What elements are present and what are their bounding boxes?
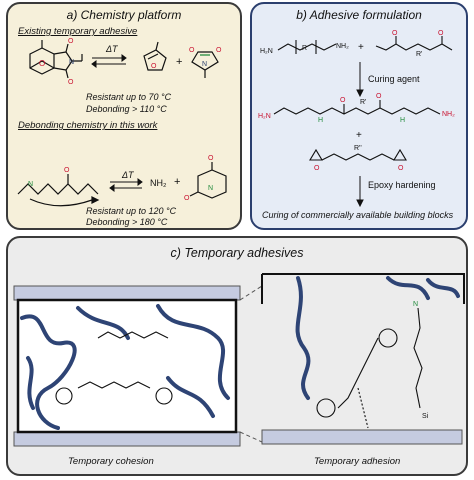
reagent-plus: + (358, 42, 364, 53)
diamine-nh2-left: H₂N (260, 48, 273, 55)
diester-r: R' (416, 51, 422, 58)
zoom-lines (239, 285, 263, 443)
arrow-1-label: ΔT (106, 44, 118, 54)
panel-a-title: a) Chemistry platform (66, 8, 182, 22)
panel-adhesive-formulation: b) Adhesive formulation H₂N NH₂ R + O O … (250, 2, 468, 230)
panel-b-structures: H₂N NH₂ R + O O R' H₂N NH₂ H H O O R' + (258, 30, 455, 208)
panel-temporary-adhesives: c) Temporary adhesives (6, 236, 468, 476)
panel-a-structures: O O O N O O O N O (17, 38, 227, 207)
panel-c-illustration: N Si (13, 273, 465, 447)
panel-b-title: b) Adhesive formulation (296, 8, 422, 22)
hardening-arrow (356, 176, 364, 208)
diamine-nh2-right: NH₂ (336, 43, 349, 50)
adhesion-molecules (316, 307, 423, 429)
amidoamine-nh2-left: H₂N (258, 113, 271, 120)
equilibrium-arrow-2 (109, 178, 143, 192)
cohesion-crosslinker (55, 331, 173, 405)
temporary-adhesion-caption: Temporary adhesion (314, 456, 401, 467)
amidoamine-nh-right: H (400, 117, 405, 124)
amidoamine-o1: O (340, 97, 346, 104)
adduct-carbonyl-o1: O (68, 38, 74, 45)
amide-chain (17, 174, 100, 207)
resistance-new: Resistant up to 120 °C (86, 206, 177, 216)
panel-chemistry-platform: a) Chemistry platform Existing temporary… (6, 2, 242, 230)
diester-o1: O (392, 30, 398, 37)
furan-o-label: O (151, 63, 157, 70)
amidoamine-structure (273, 100, 441, 115)
section-existing-adhesive-title: Existing temporary adhesive (18, 26, 138, 37)
maleimide-n: N (202, 61, 207, 68)
plus-sign-1: + (176, 56, 183, 68)
debonding-new: Debonding > 180 °C (86, 217, 168, 227)
epoxy-hardening-label: Epoxy hardening (368, 180, 436, 190)
amide-o-label: O (64, 167, 70, 174)
adduct-carbonyl-o2: O (68, 79, 74, 86)
plus-sign-2: + (174, 176, 181, 188)
amidoamine-nh2-right: NH₂ (442, 111, 455, 118)
furan-ring (143, 41, 167, 71)
panel-c-title: c) Temporary adhesives (170, 246, 304, 260)
amine-label: NH₂ (150, 178, 167, 188)
resistance-existing: Resistant up to 70 °C (86, 92, 172, 102)
adhesion-polymer-chains (295, 276, 460, 400)
epoxide-o1: O (314, 165, 320, 172)
amide-n-label: N (28, 181, 33, 188)
epoxide-o2: O (398, 165, 404, 172)
diepoxide-structure (309, 148, 407, 161)
maleimide-o2: O (216, 47, 222, 54)
diester-o2: O (438, 30, 444, 37)
glutarimide-ring (189, 162, 227, 199)
arrow-2-label: ΔT (122, 170, 134, 180)
curing-arrow (356, 62, 364, 98)
equilibrium-arrow-1 (91, 54, 127, 68)
glutarimide-n: N (208, 185, 213, 192)
debonding-existing: Debonding > 110 °C (86, 104, 167, 114)
adduct-oxygen-label: O (39, 59, 45, 68)
diamine-r: R (302, 45, 307, 52)
amidoamine-r: R' (360, 99, 366, 106)
curing-agent-label: Curing agent (368, 74, 420, 84)
amidoamine-nh-left: H (318, 117, 323, 124)
maleimide-ring (191, 51, 219, 78)
adhesion-nh: N (413, 301, 418, 308)
formulation-caption: Curing of commercially available buildin… (262, 210, 454, 220)
maleimide-o1: O (189, 47, 195, 54)
cohesion-polymer-chains (20, 304, 230, 430)
glutarimide-o2: O (184, 195, 190, 202)
section-debonding-chemistry-title: Debonding chemistry in this work (18, 120, 158, 131)
adhesion-si: Si (422, 413, 429, 420)
amidoamine-o2: O (376, 93, 382, 100)
diepoxide-r: R'' (354, 145, 362, 152)
epoxy-plus: + (356, 130, 362, 141)
diamine-structure (277, 40, 337, 54)
diester-structure (375, 36, 453, 51)
adduct-n-label: N (69, 59, 74, 66)
diels-alder-adduct (29, 40, 83, 79)
temporary-cohesion-caption: Temporary cohesion (68, 456, 154, 467)
cohesion-substrates (13, 285, 241, 447)
adhesion-substrates (261, 273, 465, 445)
glutarimide-o1: O (208, 155, 214, 162)
